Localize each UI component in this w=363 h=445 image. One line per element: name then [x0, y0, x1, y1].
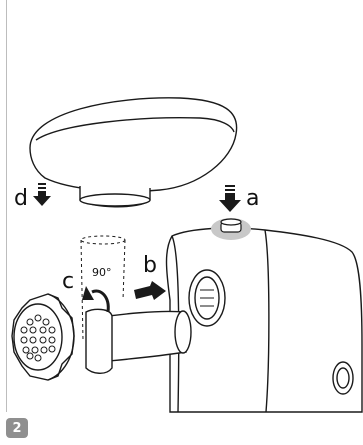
label-a: a: [246, 186, 259, 211]
rotate-arrow-c-icon: [82, 286, 108, 312]
step-number-badge: 2: [6, 418, 28, 438]
arrow-b-right-icon: [134, 281, 166, 300]
hopper-tray: [30, 98, 237, 207]
label-c: c: [62, 269, 74, 294]
lock-button: [221, 219, 241, 232]
motor-housing: [167, 228, 363, 412]
arrow-d-down-icon: [33, 183, 51, 206]
angle-label: 90°: [92, 266, 112, 279]
label-d: d: [14, 186, 28, 211]
arrow-a-down-icon: [219, 185, 241, 212]
label-b: b: [143, 253, 157, 278]
